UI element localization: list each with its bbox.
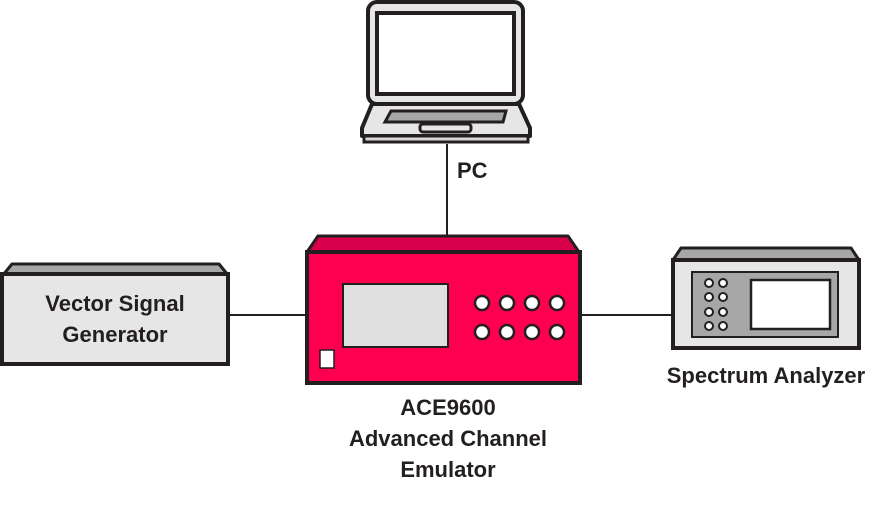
pc-laptop-icon [360, 0, 532, 144]
pc-label: PC [457, 158, 488, 183]
sa-label: Spectrum Analyzer [667, 363, 866, 388]
ace9600-device [305, 234, 582, 385]
ace-display-screen [342, 283, 449, 348]
ace-label-line1: ACE9600 [400, 395, 495, 420]
sa-knob-grid [704, 278, 728, 331]
ace-knob-grid [473, 294, 566, 341]
ace-power-switch [319, 349, 335, 369]
ace-label-line2: Advanced Channel [349, 426, 547, 451]
ace-label-line3: Emulator [400, 457, 496, 482]
vsg-box [0, 262, 230, 366]
vsg-label-line2: Generator [62, 322, 168, 347]
vsg-label-line1: Vector Signal [45, 291, 184, 316]
spectrum-analyzer-device [671, 246, 861, 350]
sa-display-screen [749, 278, 832, 331]
